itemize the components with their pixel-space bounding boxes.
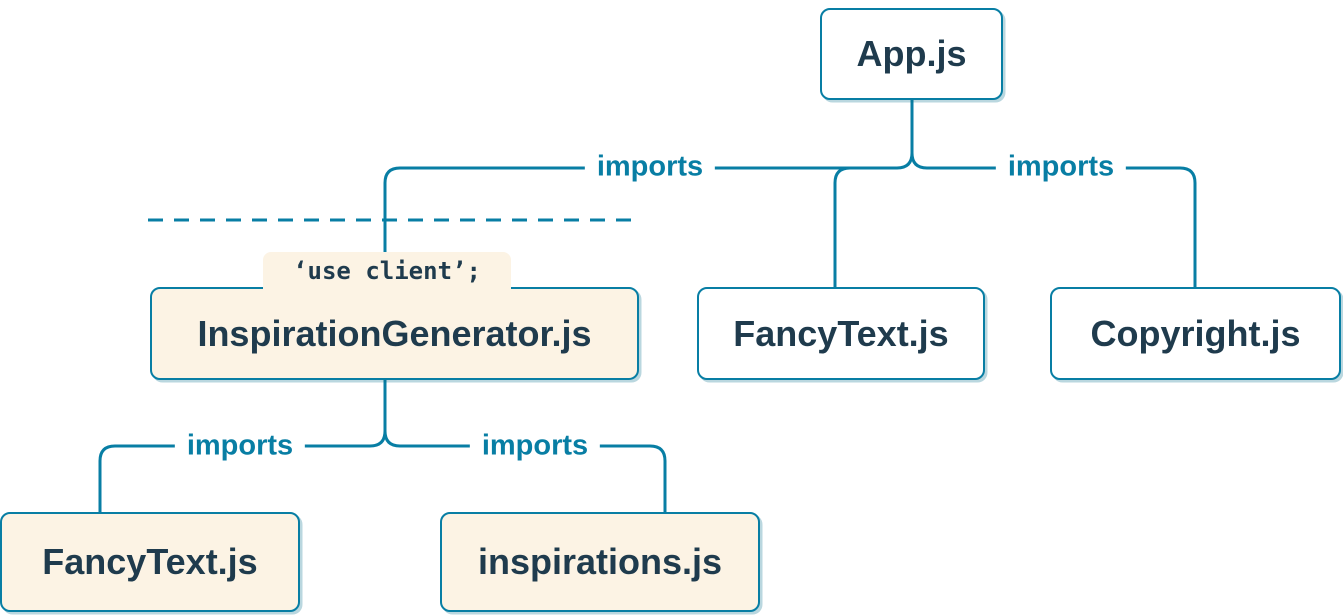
edge-app-to-fancy-text xyxy=(833,166,852,289)
node-inspirations: inspirations.js xyxy=(440,512,760,612)
node-fancy-text-bottom-label: FancyText.js xyxy=(42,541,258,582)
node-inspirations-label: inspirations.js xyxy=(477,541,723,582)
node-inspiration-generator: InspirationGenerator.js xyxy=(150,287,639,380)
use-client-directive-label: ‘use client’; xyxy=(263,252,511,290)
use-client-directive-text: ‘use client’; xyxy=(293,257,481,285)
edge-inspiration-generator-to-inspirations xyxy=(383,429,667,514)
node-fancy-text-top: FancyText.js xyxy=(697,287,985,380)
edge-label-app-imports-left: imports xyxy=(584,150,716,184)
node-fancy-text-top-label: FancyText.js xyxy=(733,312,949,354)
edge-label-ig-imports-left: imports xyxy=(174,429,306,463)
node-inspiration-generator-label: InspirationGenerator.js xyxy=(197,312,592,354)
edge-label-ig-imports-right: imports xyxy=(469,429,601,463)
node-app: App.js xyxy=(820,8,1003,100)
node-copyright: Copyright.js xyxy=(1050,287,1341,380)
node-fancy-text-bottom: FancyText.js xyxy=(0,512,300,612)
edge-app-to-copyright xyxy=(910,151,1197,289)
edge-label-app-imports-right: imports xyxy=(995,150,1127,184)
node-app-label: App.js xyxy=(856,33,967,74)
node-copyright-label: Copyright.js xyxy=(1090,312,1301,354)
